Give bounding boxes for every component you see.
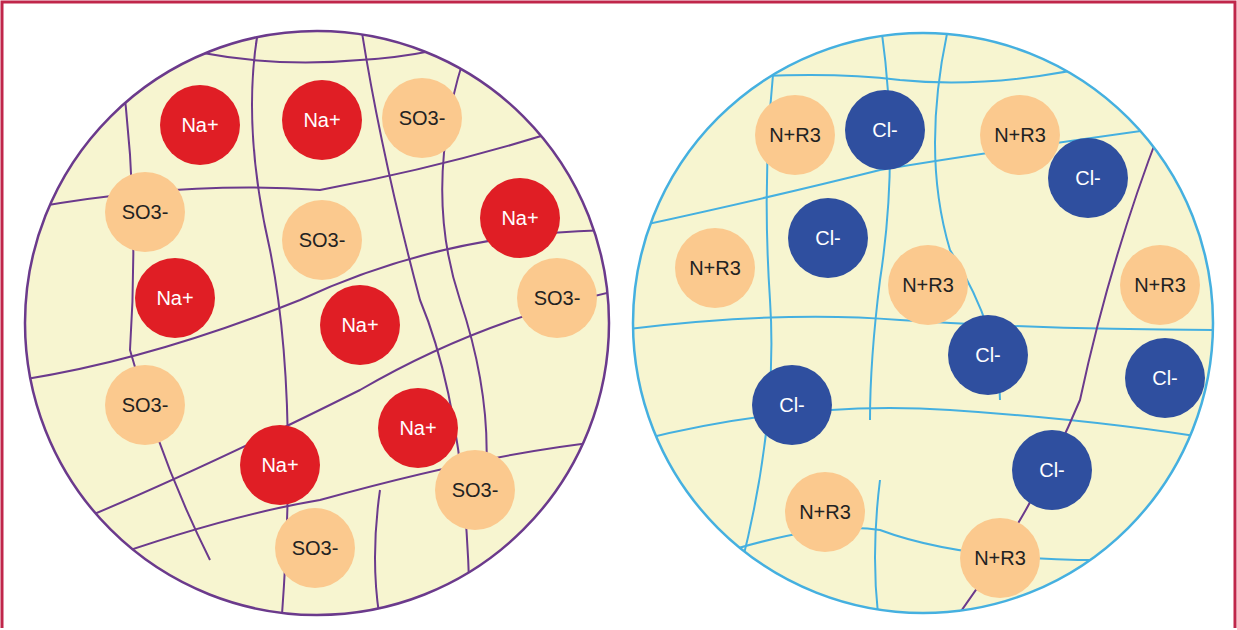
sodium-ion: Na+ — [240, 425, 320, 505]
polymer-network — [20, 20, 620, 630]
ion-label: SO3- — [122, 395, 169, 415]
sulfonate-group: SO3- — [275, 508, 355, 588]
ion-label: N+R3 — [689, 258, 741, 278]
sodium-ion: Na+ — [160, 85, 240, 165]
ion-label: SO3- — [399, 108, 446, 128]
sulfonate-group: SO3- — [517, 258, 597, 338]
chloride-ion: Cl- — [1012, 430, 1092, 510]
ammonium-group: N+R3 — [675, 228, 755, 308]
ion-label: Na+ — [399, 418, 436, 438]
ion-label: Na+ — [156, 288, 193, 308]
chloride-ion: Cl- — [788, 198, 868, 278]
ion-label: SO3- — [292, 538, 339, 558]
sodium-ion: Na+ — [282, 80, 362, 160]
sodium-ion: Na+ — [378, 388, 458, 468]
ammonium-group: N+R3 — [960, 518, 1040, 598]
ion-label: Cl- — [872, 120, 898, 140]
bead-outline — [25, 31, 609, 615]
sodium-ion: Na+ — [320, 285, 400, 365]
ion-label: SO3- — [122, 202, 169, 222]
chloride-ion: Cl- — [752, 365, 832, 445]
ion-label: Na+ — [261, 455, 298, 475]
ion-label: Cl- — [975, 345, 1001, 365]
ion-label: Cl- — [815, 228, 841, 248]
chloride-ion: Cl- — [948, 315, 1028, 395]
sulfonate-group: SO3- — [105, 365, 185, 445]
chloride-ion: Cl- — [1048, 138, 1128, 218]
ion-label: Na+ — [341, 315, 378, 335]
ion-label: SO3- — [452, 480, 499, 500]
ion-label: Na+ — [501, 208, 538, 228]
chloride-ion: Cl- — [1125, 338, 1205, 418]
ion-label: N+R3 — [769, 125, 821, 145]
bead-outline — [633, 33, 1213, 613]
ammonium-group: N+R3 — [785, 472, 865, 552]
ion-label: N+R3 — [902, 275, 954, 295]
ion-label: Na+ — [303, 110, 340, 130]
sulfonate-group: SO3- — [282, 200, 362, 280]
cation-bead — [25, 31, 609, 615]
ion-label: Cl- — [1152, 368, 1178, 388]
ammonium-group: N+R3 — [980, 95, 1060, 175]
anion-bead — [633, 33, 1213, 613]
sulfonate-group: SO3- — [105, 172, 185, 252]
ion-label: Na+ — [181, 115, 218, 135]
chloride-ion: Cl- — [845, 90, 925, 170]
ion-label: SO3- — [299, 230, 346, 250]
ion-label: N+R3 — [974, 548, 1026, 568]
sodium-ion: Na+ — [480, 178, 560, 258]
sulfonate-group: SO3- — [382, 78, 462, 158]
sulfonate-group: SO3- — [435, 450, 515, 530]
ammonium-group: N+R3 — [755, 95, 835, 175]
ion-label: Cl- — [1075, 168, 1101, 188]
ion-label: N+R3 — [799, 502, 851, 522]
ammonium-group: N+R3 — [1120, 245, 1200, 325]
ion-label: N+R3 — [994, 125, 1046, 145]
sodium-ion: Na+ — [135, 258, 215, 338]
polymer-network — [620, 20, 1220, 630]
ammonium-group: N+R3 — [888, 245, 968, 325]
ion-label: SO3- — [534, 288, 581, 308]
ion-label: Cl- — [779, 395, 805, 415]
ion-label: Cl- — [1039, 460, 1065, 480]
ion-label: N+R3 — [1134, 275, 1186, 295]
